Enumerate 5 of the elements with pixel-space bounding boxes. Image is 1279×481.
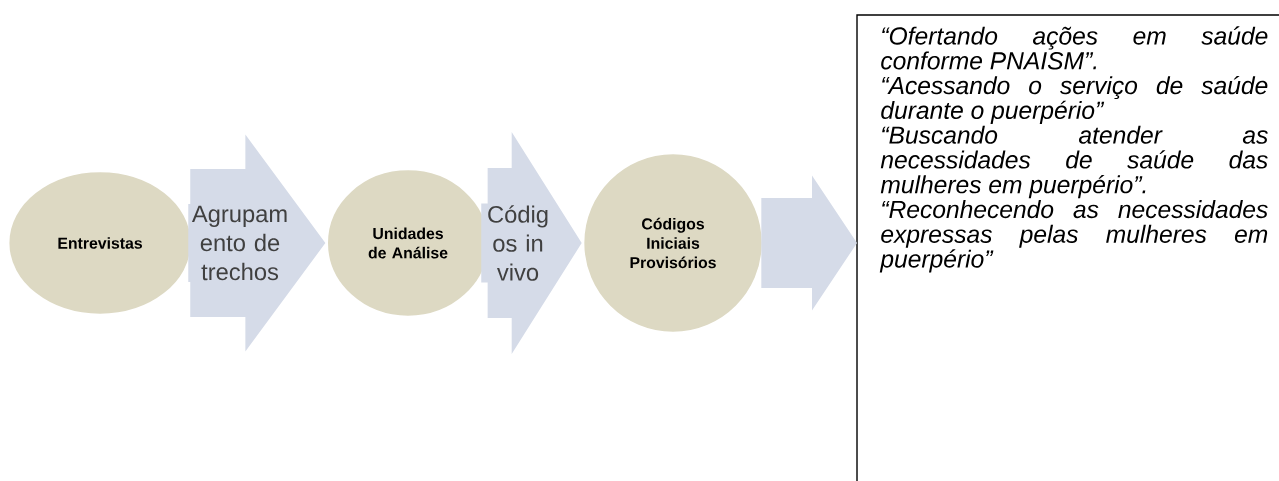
text-box: “Ofertando ações em saúde conforme PNAISM”. “Acessando o serviço de saúde durante o puerpério” “Buscando atender as necessidades de saúde das mulheres em puerpério”. “Reconhecendo as necessidades expressas pelas mulheres em puerpério”	[856, 14, 1279, 481]
block-arrow	[761, 175, 857, 311]
edge-label: Agrupam ento de trechos	[188, 203, 292, 282]
circle-node: Códigos Iniciais Provisórios	[581, 151, 765, 335]
edge-label: Códig os in vivo	[481, 203, 555, 283]
